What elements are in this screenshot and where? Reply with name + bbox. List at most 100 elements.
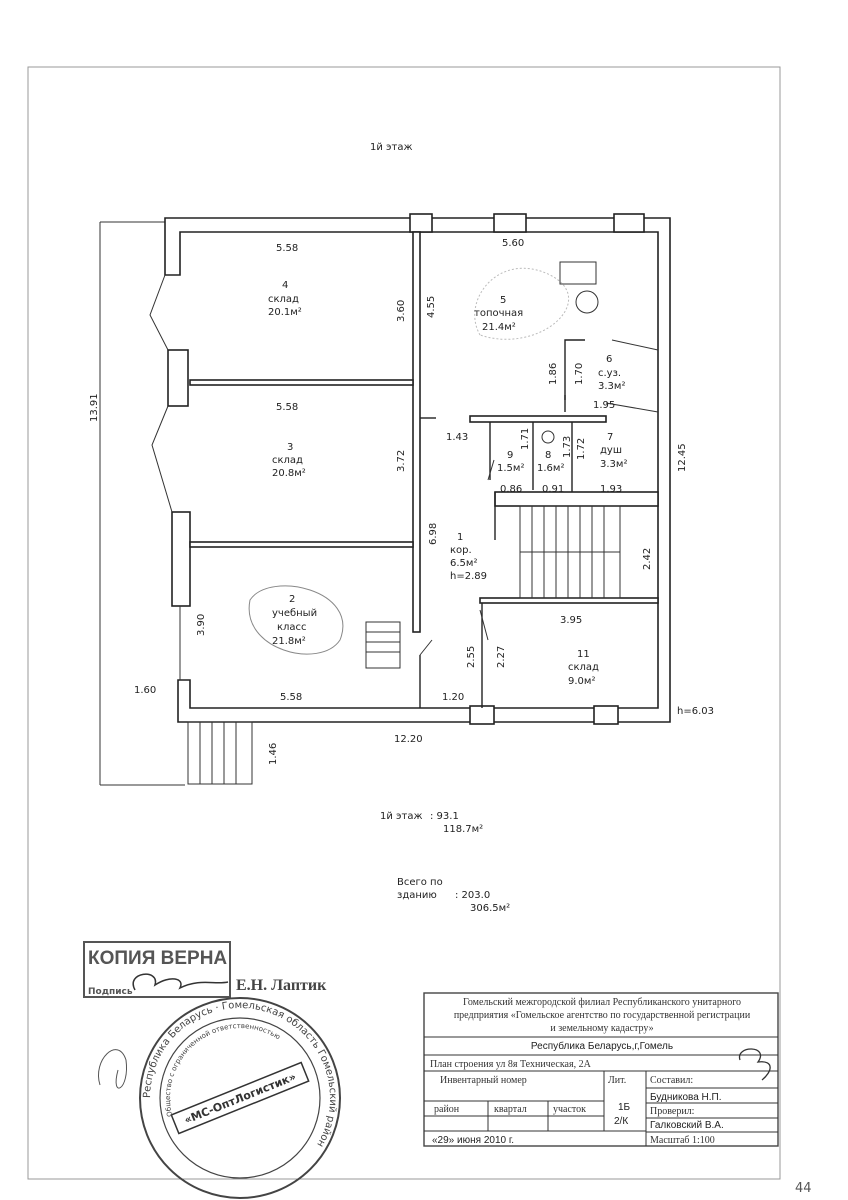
dimension-label: 5.60 — [502, 238, 524, 249]
doors — [419, 339, 659, 656]
dimension-label: 5.58 — [280, 692, 302, 703]
org-name: предприятия «Гомельское агентство по гос… — [454, 1010, 751, 1021]
dimension-label: 3.60 — [396, 300, 407, 322]
floor-plan — [99, 213, 671, 786]
dimension-label: 1.70 — [574, 363, 585, 385]
quarter-label: квартал — [494, 1104, 527, 1115]
signature — [132, 973, 229, 991]
outer-wall — [164, 217, 671, 723]
pencil-mark — [248, 585, 344, 655]
dimension-label: 1.72 — [576, 438, 587, 460]
dimension-label: 1.95 — [593, 400, 615, 411]
dimension-lines — [99, 221, 185, 786]
total-area-value: : 203.0 — [455, 890, 490, 901]
room-number: 6 — [606, 354, 612, 365]
dimension-labels: 5.58 5.58 5.58 5.60 3.60 4.55 3.72 6.98 … — [89, 238, 714, 765]
room-area: 20.8м² — [272, 468, 306, 479]
checked-label: Проверил: — [650, 1106, 694, 1117]
sheet-value: 2/К — [614, 1116, 628, 1127]
total-area-value: 306.5м² — [470, 903, 510, 914]
dimension-label: 1.93 — [600, 484, 622, 495]
dimension-label: 3.72 — [396, 450, 407, 472]
signer-name: Е.Н. Лаптик — [236, 977, 327, 994]
seal-company-name: «МС-ОптЛогистик» — [182, 1070, 298, 1127]
dimension-label: 1.73 — [562, 436, 573, 458]
room-name: с.уз. — [598, 368, 621, 379]
copy-certified-stamp: КОПИЯ ВЕРНА Подпись Е.Н. Лаптик — [83, 941, 327, 998]
page-frame — [27, 66, 781, 1180]
room-number: 1 — [457, 532, 463, 543]
room-number: 8 — [545, 450, 551, 461]
inner-walls — [189, 231, 659, 708]
room-number: 3 — [287, 442, 293, 453]
floor-area-label: 1й этаж — [380, 811, 423, 822]
total-area-label: зданию — [397, 890, 437, 901]
room-name: топочная — [474, 308, 523, 319]
room-number: 5 — [500, 295, 506, 306]
scale: Масштаб 1:100 — [650, 1135, 715, 1146]
dimension-label: 3.90 — [196, 614, 207, 636]
room-area: 21.8м² — [272, 636, 306, 647]
pier — [167, 349, 189, 407]
compiler-name: Будникова Н.П. — [650, 1092, 722, 1103]
room-name: кор. — [450, 545, 472, 556]
stairs — [187, 505, 621, 785]
dimension-label: 4.55 — [426, 296, 437, 318]
room-name: склад — [272, 455, 303, 466]
round-seal: «МС-ОптЛогистик» Республика Беларусь · Г… — [98, 997, 341, 1199]
room-number: 9 — [507, 450, 513, 461]
sheet-label: Лит. — [608, 1075, 626, 1086]
room-number: 4 — [282, 280, 288, 291]
dimension-label: 2.27 — [496, 646, 507, 668]
signature-label: Подпись — [88, 987, 133, 997]
room-area: 6.5м² — [450, 558, 477, 569]
dimension-label: 1.71 — [520, 428, 531, 450]
stamp-text: КОПИЯ ВЕРНА — [88, 948, 227, 969]
pencil-mark — [474, 267, 570, 340]
dimension-label: 12.20 — [394, 734, 423, 745]
room-name: склад — [568, 662, 599, 673]
compiled-label: Составил: — [650, 1075, 693, 1086]
bay-wall — [149, 274, 173, 513]
dimension-label: 0.86 — [500, 484, 522, 495]
room-area: 3.3м² — [600, 459, 627, 470]
room-name: душ — [600, 445, 622, 456]
room-area: 9.0м² — [568, 676, 595, 687]
floor-title: 1й этаж — [370, 142, 413, 153]
floor-area-value: 118.7м² — [443, 824, 483, 835]
room-name: класс — [277, 622, 307, 633]
dimension-label: 1.43 — [446, 432, 468, 443]
dimension-label: 1.60 — [134, 685, 156, 696]
room-name: склад — [268, 294, 299, 305]
dimension-label: 2.55 — [466, 646, 477, 668]
boiler-fixtures — [541, 261, 599, 444]
page-number: 44 — [795, 1181, 812, 1196]
dimension-label: 1.46 — [268, 743, 279, 765]
dimension-label: 12.45 — [677, 443, 688, 472]
date: «29» июня 2010 г. — [432, 1135, 514, 1146]
org-name: Гомельский межгородской филиал Республик… — [463, 997, 741, 1008]
sheet-value: 1Б — [618, 1102, 631, 1113]
dimension-label: 2.42 — [642, 548, 653, 570]
inventory-label: Инвентарный номер — [440, 1075, 527, 1086]
dimension-label: 0.91 — [542, 484, 564, 495]
location: Республика Беларусь,г,Гомель — [531, 1040, 673, 1052]
signature — [739, 1048, 771, 1081]
room-area: 1.5м² — [497, 463, 524, 474]
dimension-label: 5.58 — [276, 243, 298, 254]
plot-label: участок — [553, 1104, 586, 1115]
pier — [171, 511, 191, 607]
room-number: 11 — [577, 649, 590, 660]
dimension-label: 1.20 — [442, 692, 464, 703]
area-summary: 1й этаж : 93.1 118.7м² Всего по зданию :… — [380, 811, 510, 914]
room-area: 20.1м² — [268, 307, 302, 318]
room-labels: 4 склад 20.1м² 3 склад 20.8м² 2 учебный … — [268, 280, 627, 687]
dimension-label: 6.98 — [428, 523, 439, 545]
dimension-label: 1.86 — [548, 363, 559, 385]
room-name: учебный — [272, 608, 317, 619]
room-number: 2 — [289, 594, 295, 605]
plan-address: План строения ул 8я Техническая, 2А — [430, 1059, 592, 1070]
dimension-label: 5.58 — [276, 402, 298, 413]
district-label: район — [434, 1104, 460, 1115]
